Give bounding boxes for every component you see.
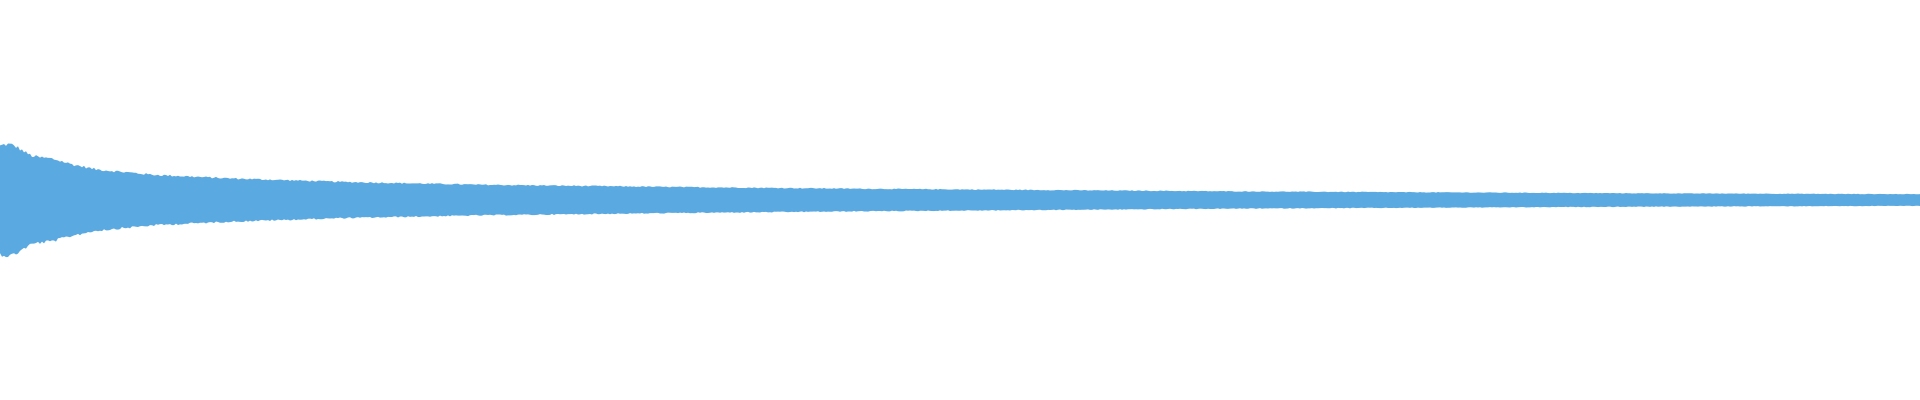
waveform-shape bbox=[0, 143, 1920, 258]
